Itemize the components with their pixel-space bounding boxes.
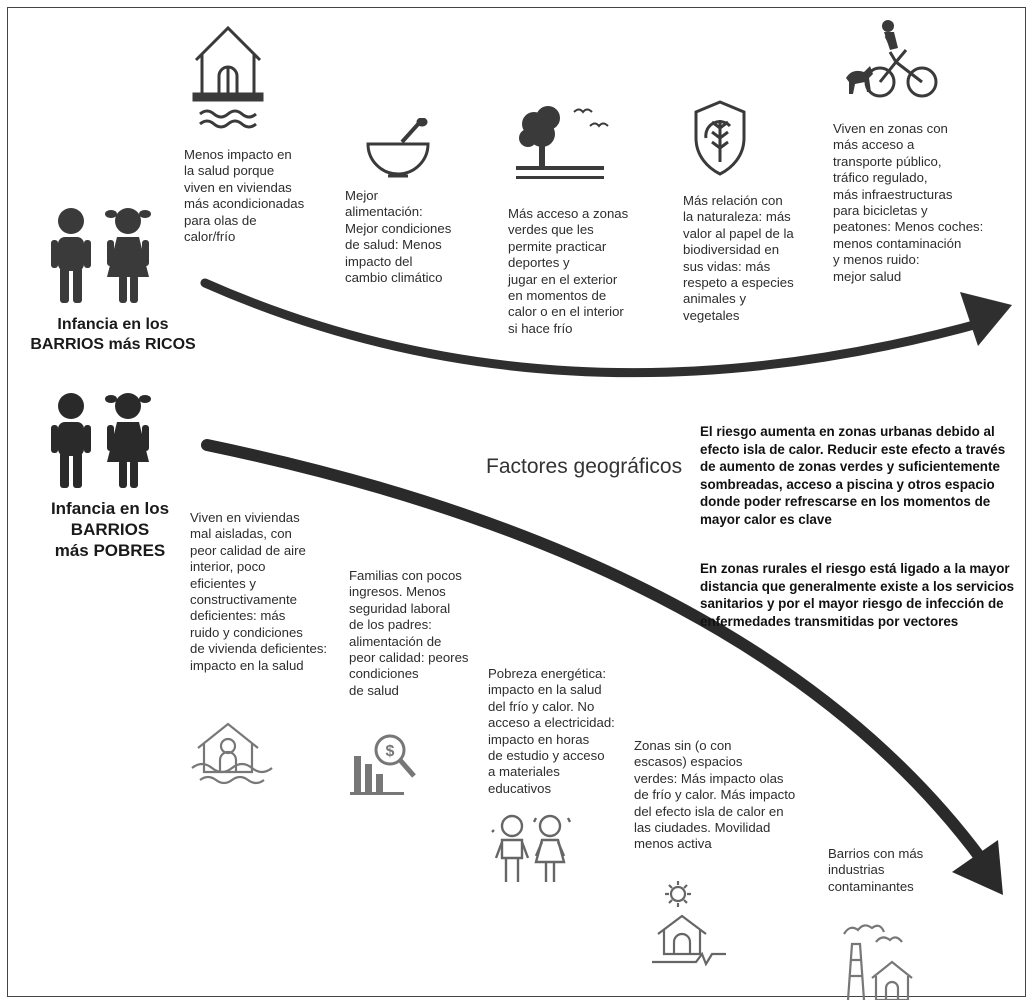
cyclist-dog-icon (846, 20, 938, 98)
poor-text-2: Familias con pocos ingresos. Menos segur… (349, 568, 469, 698)
rich-text-1: Menos impacto en la salud porque viven e… (184, 147, 305, 245)
rich-arrowhead (960, 292, 1012, 346)
rural-note: En zonas rurales el riesgo está ligado a… (700, 561, 1015, 629)
poor-arrow (201, 439, 988, 866)
tree-birds-icon (516, 106, 609, 179)
rich-group-label: Infancia en los BARRIOS más RICOS (30, 316, 196, 353)
poor-text-5: Barrios con más industrias contaminantes (828, 846, 924, 894)
poor-children-icon (51, 393, 151, 488)
svg-text:$: $ (386, 743, 395, 760)
bowl-spoon-icon (366, 118, 430, 178)
poor-text-3: Pobreza energética: impacto en la salud … (488, 666, 615, 796)
wheat-shield-icon (694, 100, 746, 176)
poor-arrowhead (952, 840, 1003, 895)
rich-children-icon (51, 208, 151, 303)
sun-dry-house-icon (652, 881, 726, 967)
rich-text-3: Más acceso a zonas verdes que les permit… (508, 206, 629, 336)
money-chart-icon: $ (350, 734, 416, 795)
rich-arrow (200, 278, 990, 378)
urban-note: El riesgo aumenta en zonas urbanas debid… (700, 424, 1006, 527)
poor-text-1: Viven en viviendas mal aisladas, con peo… (190, 510, 328, 673)
poor-group-label: Infancia en los BARRIOS más POBRES (50, 499, 170, 560)
factory-house-icon (843, 924, 913, 1000)
infographic-frame (7, 7, 1026, 997)
rich-text-5: Viven en zonas con más acceso a transpor… (833, 121, 984, 284)
house-on-water-icon (192, 25, 264, 129)
poor-text-4: Zonas sin (o con escasos) espacios verde… (634, 738, 796, 852)
rich-text-4: Más relación con la naturaleza: más valo… (683, 193, 794, 323)
sweating-children-icon (491, 814, 572, 882)
rich-text-2: Mejor alimentación: Mejor condiciones de… (345, 188, 452, 286)
flooded-house-icon (191, 722, 273, 785)
center-title: Factores geográficos (486, 455, 683, 478)
